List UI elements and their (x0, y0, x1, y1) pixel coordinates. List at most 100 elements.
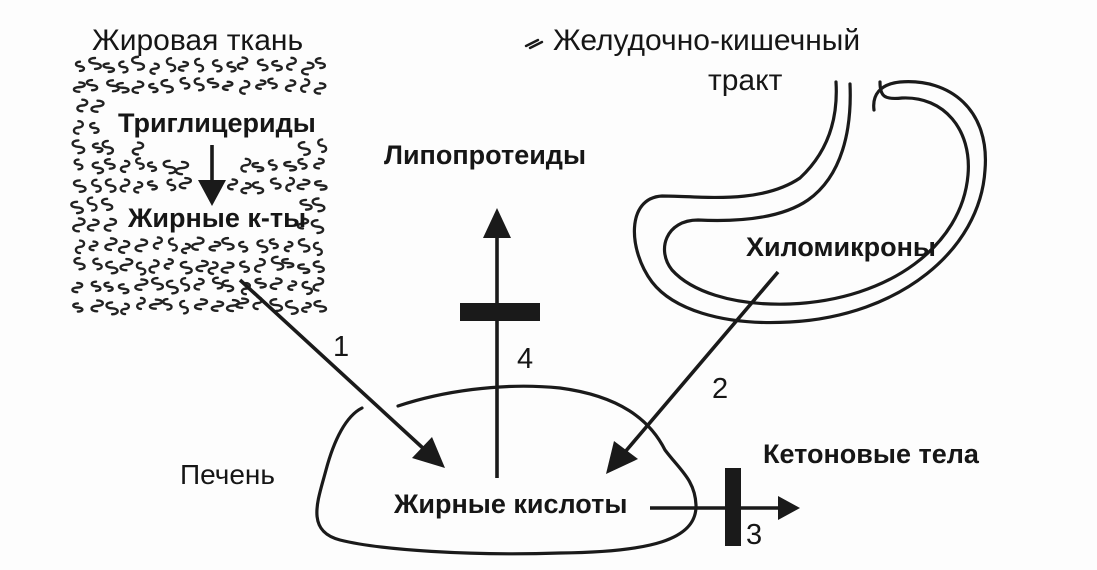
adipose-texture-squiggle (91, 142, 104, 154)
adipose-texture-squiggle (240, 157, 252, 173)
adipose-texture-squiggle (297, 141, 311, 157)
adipose-texture-squiggle (174, 160, 190, 176)
adipose-texture-squiggle (88, 56, 102, 71)
adipose-texture-squiggle (251, 181, 265, 195)
adipose-texture-squiggle (103, 217, 118, 232)
adipose-texture-squiggle (236, 56, 249, 71)
adipose-texture-squiggle (297, 263, 311, 275)
adipose-texture-squiggle (256, 58, 269, 72)
adipose-texture-squiggle (270, 255, 285, 271)
lipoproteins-label: Липопротеиды (384, 140, 586, 170)
adipose-texture-squiggle (104, 237, 118, 252)
adipose-texture-squiggle (180, 242, 192, 255)
adipose-texture-squiggle (220, 261, 235, 274)
adipose-texture-squiggle (73, 158, 84, 171)
adipose-texture-squiggle (131, 141, 145, 156)
adipose-texture-squiggle (310, 219, 325, 235)
adipose-texture-squiggle (86, 196, 98, 212)
stomach-outline (632, 80, 987, 325)
adipose-texture-squiggle (118, 60, 129, 74)
adipose-texture-squiggle (271, 59, 283, 72)
adipose-texture-squiggle (269, 277, 283, 291)
adipose-texture-squiggle (221, 279, 235, 293)
adipose-texture-squiggle (149, 62, 160, 75)
adipose-texture-squiggle (166, 178, 177, 192)
pathway-2-number: 2 (712, 373, 728, 405)
adipose-texture-squiggle (225, 298, 241, 313)
adipose-texture-squiggle (208, 240, 222, 252)
adipose-texture-squiggle (119, 178, 131, 193)
adipose-texture-squiggle (296, 217, 310, 230)
pathway-3-block-bar (725, 468, 741, 546)
adipose-texture-squiggle (74, 60, 86, 73)
adipose-texture-squiggle (313, 82, 327, 95)
adipose-texture-squiggle (120, 302, 131, 316)
adipose-texture-squiggle (90, 99, 105, 114)
adipose-texture-squiggle (301, 280, 314, 296)
adipose-texture-squiggle (312, 276, 325, 292)
adipose-texture-squiggle (119, 257, 134, 272)
adipose-texture-squiggle (194, 57, 205, 73)
adipose-texture-squiggle (195, 259, 209, 273)
adipose-texture-squiggle (193, 298, 209, 311)
adipose-texture-squiggle (238, 240, 249, 253)
adipose-texture-squiggle (268, 238, 279, 250)
adipose-texture-squiggle (72, 81, 86, 93)
adipose-texture-squiggle (210, 300, 225, 313)
adipose-texture-squiggle (285, 176, 296, 193)
adipose-texture-squiggle (104, 178, 117, 193)
adipose-texture-squiggle (105, 260, 119, 275)
adipose-texture-squiggle (162, 297, 173, 311)
adipose-texture-squiggle (73, 256, 86, 271)
adipose-texture-squiggle (90, 280, 102, 293)
adipose-texture-squiggle (287, 280, 298, 292)
adipose-texture-squiggle (148, 259, 160, 274)
chylomicrons-label: Хиломикроны (746, 232, 936, 262)
adipose-texture-squiggle (160, 78, 174, 94)
adipose-texture-squiggle (90, 299, 104, 313)
pathway-4-arrow (460, 208, 540, 478)
ketone-bodies-label: Кетоновые тела (763, 439, 980, 469)
adipose-texture-squiggle (100, 197, 114, 212)
hydrolysis-arrow (198, 145, 226, 206)
adipose-texture-squiggle (131, 55, 146, 71)
adipose-texture-squiggle (135, 261, 147, 276)
adipose-texture-squiggle (162, 159, 177, 175)
adipose-texture-squiggle (267, 159, 278, 171)
adipose-texture-squiggle (106, 79, 120, 93)
adipose-texture-squiggle (313, 157, 325, 170)
gi-tract-label-line1: Желудочно-кишечный (553, 24, 860, 57)
pathway-1-number: 1 (333, 331, 349, 363)
adipose-texture-squiggle (311, 197, 326, 213)
adipose-texture-squiggle (119, 159, 131, 174)
adipose-texture-squiggle (267, 77, 278, 90)
adipose-texture-squiggle (296, 178, 311, 191)
adipose-texture-squiggle (240, 281, 251, 296)
stray-mark (524, 38, 544, 50)
adipose-texture-squiggle (251, 161, 265, 173)
adipose-texture-squiggle (179, 299, 190, 315)
adipose-texture-squiggle (117, 239, 131, 255)
pathway-3-arrow (650, 468, 800, 546)
adipose-texture-squiggle (136, 296, 146, 311)
liver-label: Печень (180, 459, 275, 490)
pathway-2-arrow (606, 270, 780, 474)
adipose-texture-squiggle (269, 177, 282, 190)
adipose-texture-squiggle (269, 298, 284, 313)
adipose-texture-squiggle (299, 78, 311, 93)
adipose-texture-squiggle (256, 239, 269, 254)
adipose-texture-squiggle (297, 157, 308, 170)
adipose-texture-squiggle (178, 176, 193, 190)
pathway-4-block-bar (460, 303, 540, 321)
adipose-texture-squiggle (221, 236, 235, 251)
adipose-texture-squiggle (283, 240, 294, 253)
adipose-texture-squiggle (297, 238, 311, 253)
adipose-texture-squiggle (179, 76, 191, 90)
adipose-texture-squiggle (72, 179, 87, 193)
adipose-texture-squiggle (72, 119, 85, 135)
adipose-texture-squiggle (240, 182, 252, 195)
adipose-texture-squiggle (148, 298, 163, 310)
adipose-texture-squiggle (146, 180, 158, 191)
adipose-texture-squiggle (72, 217, 86, 233)
adipose-texture-squiggle (151, 276, 164, 291)
